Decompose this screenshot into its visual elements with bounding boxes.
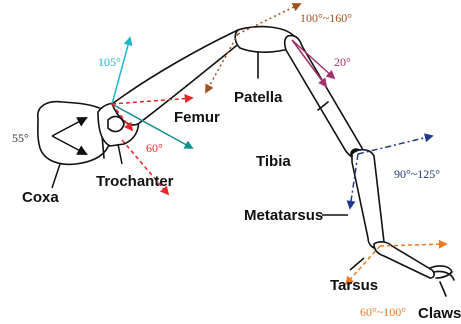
angle-20-label: 20° <box>334 55 351 69</box>
tarsus-segment <box>374 242 434 278</box>
coxa-pointer <box>52 164 60 188</box>
label-femur: Femur <box>174 109 220 126</box>
label-patella: Patella <box>234 89 283 106</box>
label-trochanter: Trochanter <box>96 173 174 190</box>
label-claws: Claws <box>418 305 461 322</box>
label-metatarsus: Metatarsus <box>244 207 323 224</box>
angle-100-160-label: 100°~160° <box>300 11 352 25</box>
claws-pointer <box>440 282 446 296</box>
angle-60-label: 60° <box>146 141 163 155</box>
trochanter-pointer <box>118 144 122 164</box>
angle-60-100-label: 60°~100° <box>360 305 406 319</box>
label-tarsus: Tarsus <box>330 277 378 294</box>
angle-90-125-label: 90°~125° <box>394 167 440 181</box>
angle-coxa-label: 55° <box>12 131 29 145</box>
angle-105-label: 105° <box>98 55 121 69</box>
tibia-segment <box>285 36 363 159</box>
label-coxa: Coxa <box>22 189 59 206</box>
tarsus-pointer <box>350 258 364 270</box>
label-tibia: Tibia <box>256 153 291 170</box>
